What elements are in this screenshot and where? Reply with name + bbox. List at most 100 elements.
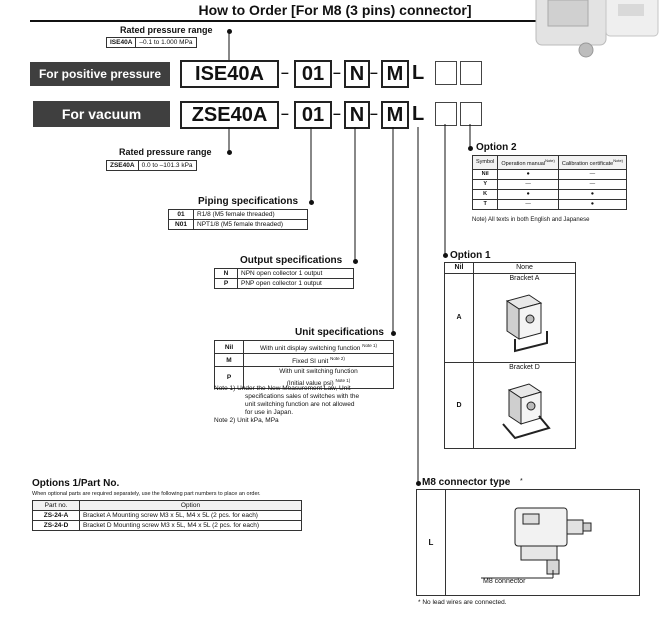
table-row: T — ●	[471, 198, 628, 210]
options-part-desc: Bracket D Mounting screw M3 x 5L, M4 x 5…	[79, 520, 302, 531]
unit-heading: Unit specifications	[295, 327, 384, 338]
rated-vacuum-range: 0.0 to –101.3 kPa	[137, 160, 197, 171]
table-row: Y — —	[471, 178, 628, 190]
option2-cell: —	[497, 198, 559, 210]
option2-header: Operation manual	[501, 160, 546, 167]
code-dash: –	[333, 64, 341, 80]
m8-connector-image	[481, 507, 592, 579]
unit-table: Nil With unit display switching function…	[214, 339, 394, 390]
table-row: P PNP open collector 1 output	[214, 278, 354, 289]
table-row: 01 R1/8 (M5 female threaded)	[168, 209, 308, 220]
options-part-header: Part no.	[32, 500, 80, 511]
output-table: N NPN open collector 1 output P PNP open…	[214, 268, 354, 289]
options-part-desc: Bracket A Mounting screw M3 x 5L, M4 x 5…	[79, 510, 302, 521]
option2-symbol: T	[471, 198, 499, 210]
rated-positive-model: ISE40A	[105, 37, 137, 48]
unit-note-ref: Note 1)	[362, 343, 377, 348]
table-header-row: Part no. Option	[32, 500, 302, 511]
m8-connector-label: M8 connector	[483, 578, 526, 585]
output-code: N	[214, 268, 238, 279]
option2-header-note: Note)	[545, 158, 555, 163]
table-row: ZS-24-D Bracket D Mounting screw M3 x 5L…	[32, 520, 302, 531]
table-row: ZS-24-A Bracket A Mounting screw M3 x 5L…	[32, 510, 302, 521]
code-ise-model: ISE40A	[180, 60, 279, 88]
piping-heading: Piping specifications	[198, 196, 299, 207]
rated-positive-heading: Rated pressure range	[120, 25, 213, 35]
option1-desc: None	[474, 263, 575, 274]
table-row: Nil ● —	[471, 168, 628, 180]
unit-desc: With unit display switching function	[259, 345, 361, 353]
option2-header: Symbol	[471, 155, 499, 170]
rated-vacuum-model: ZSE40A	[106, 160, 139, 171]
option2-symbol: Y	[471, 178, 499, 190]
table-row: Nil With unit display switching function…	[214, 339, 394, 355]
page-title: How to Order [For M8 (3 pins) connector]	[198, 2, 472, 18]
code-dash: –	[281, 64, 289, 80]
unit-note-line: Note 2) Unit kPa, MPa	[214, 417, 279, 424]
connector-dot	[443, 253, 448, 258]
m8-footnote: * No lead wires are connected.	[418, 599, 507, 606]
unit-desc-2: (Initial value psi)	[286, 380, 334, 388]
m8-code: L	[417, 490, 446, 595]
option2-note: Note) All texts in both English and Japa…	[472, 217, 590, 223]
option1-desc: Bracket A	[509, 275, 540, 282]
output-desc: NPN open collector 1 output	[237, 268, 354, 279]
options-part-no: ZS-24-D	[32, 520, 80, 531]
code-ise-unit: M	[381, 60, 409, 88]
code-ise-option1-blank	[435, 61, 457, 85]
rated-positive-range: –0.1 to 1.000 MPa	[135, 37, 197, 48]
option1-desc: Bracket D	[509, 364, 540, 371]
banner-positive: For positive pressure	[30, 62, 170, 86]
options-part-heading: Options 1/Part No.	[32, 478, 120, 489]
connector-dot	[227, 150, 232, 155]
option2-cell: ●	[557, 188, 628, 200]
piping-code: 01	[168, 209, 194, 220]
code-zse-model: ZSE40A	[180, 101, 279, 129]
code-zse-option2-blank	[460, 102, 482, 126]
unit-note-ref: Note 2)	[330, 356, 345, 362]
piping-desc: R1/8 (M5 female threaded)	[193, 209, 308, 220]
option1-code: Nil	[445, 263, 474, 274]
output-heading: Output specifications	[240, 255, 343, 266]
code-ise-piping: 01	[294, 60, 332, 88]
code-zse-piping: 01	[294, 101, 332, 129]
piping-desc: NPT1/8 (M5 female threaded)	[193, 219, 308, 230]
unit-note-line: for use in Japan.	[245, 409, 294, 416]
unit-desc: With unit switching function	[279, 368, 358, 376]
option2-table: Symbol Operation manualNote) Calibration…	[471, 155, 628, 210]
connector-dot	[309, 200, 314, 205]
banner-vacuum: For vacuum	[33, 101, 170, 127]
product-photo	[535, 0, 659, 58]
option2-header-note: Note)	[613, 158, 623, 163]
unit-notes: Note 1) Under the New Measurement Law, U…	[214, 385, 359, 425]
m8-heading: M8 connector type	[422, 477, 511, 488]
unit-code: M	[214, 353, 244, 368]
bracket-a-image	[505, 294, 548, 353]
unit-code: P	[214, 366, 244, 390]
code-zse-unit: M	[381, 101, 409, 129]
title-rule	[30, 20, 640, 22]
rated-vacuum-heading: Rated pressure range	[119, 147, 212, 157]
table-row: N01 NPT1/8 (M5 female threaded)	[168, 219, 308, 230]
connector-dot	[416, 481, 421, 486]
m8-box: L M8 connector	[416, 489, 640, 596]
table-row: P With unit switching function (Initial v…	[214, 366, 394, 390]
option2-symbol: K	[471, 188, 499, 200]
unit-note-line: Note 1) Under the New Measurement Law, U…	[214, 385, 351, 392]
code-zse-output: N	[344, 101, 370, 129]
connector-dot	[468, 146, 473, 151]
options-part-header: Option	[79, 500, 302, 511]
option2-symbol: Nil	[471, 168, 499, 180]
options-part-table: Part no. Option ZS-24-A Bracket A Mounti…	[32, 500, 302, 531]
unit-desc: Fixed SI unit	[292, 358, 329, 366]
code-dash: –	[370, 105, 378, 121]
option2-heading: Option 2	[476, 142, 517, 153]
output-desc: PNP open collector 1 output	[237, 278, 354, 289]
table-row: N NPN open collector 1 output	[214, 268, 354, 279]
unit-note-line: unit switching function are not allowed	[245, 401, 355, 408]
unit-note-line: specifications sales of switches with th…	[245, 393, 360, 400]
option1-code: A	[445, 274, 474, 363]
code-dash: –	[333, 105, 341, 121]
code-dash: –	[281, 105, 289, 121]
connector-dot	[391, 331, 396, 336]
